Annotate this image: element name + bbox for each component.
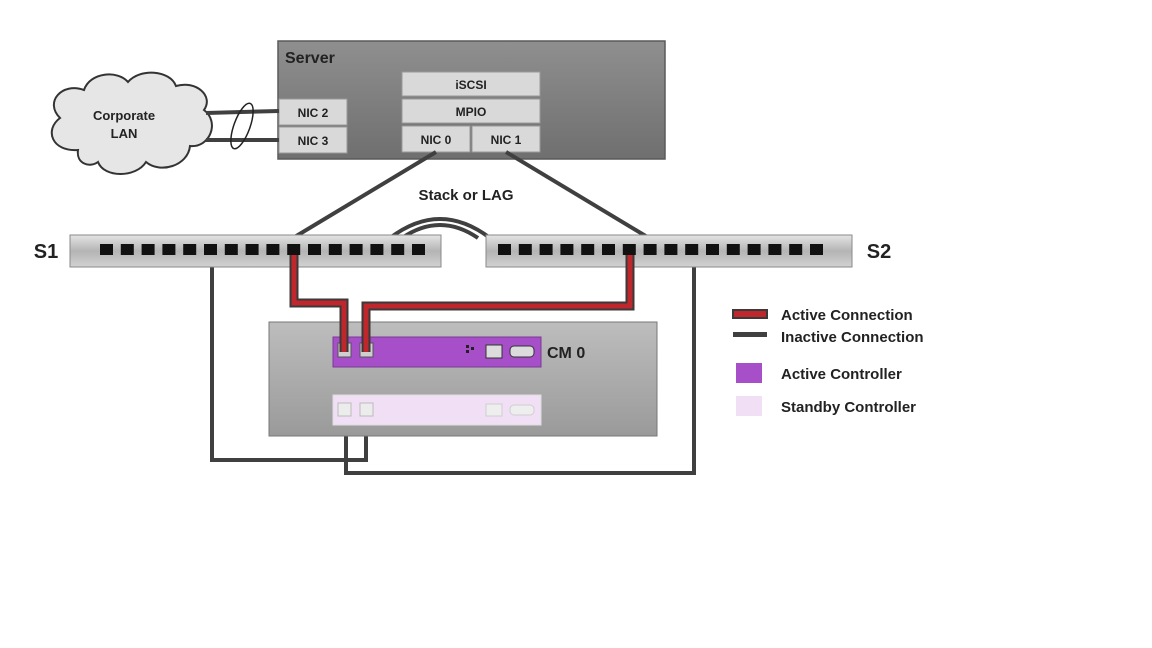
active-mgmt-port-icon [485, 344, 503, 359]
nic1-label: NIC 1 [491, 133, 522, 147]
s2-ports [498, 244, 823, 255]
nic3-box [278, 126, 348, 154]
s2-port [539, 244, 553, 255]
s2-port [726, 244, 740, 255]
legend-active-controller-label: Active Controller [781, 366, 902, 383]
mpio-box [401, 98, 541, 124]
lan-line2: LAN [111, 126, 138, 141]
s2-port [810, 244, 823, 255]
iscsi-label: iSCSI [455, 78, 486, 92]
s2-port [498, 244, 511, 255]
s1-port [308, 244, 321, 255]
s2-port [664, 244, 678, 255]
s1-port [370, 244, 384, 255]
s2-port [685, 244, 699, 255]
active-connections [289, 255, 635, 352]
nic0-label: NIC 0 [421, 133, 452, 147]
s1-port [328, 244, 342, 255]
lag-ellipse [230, 102, 254, 150]
active-serial-port-icon [509, 345, 535, 358]
active-led-icon [466, 345, 474, 353]
s1-ports [100, 244, 425, 255]
s1-port [224, 244, 238, 255]
nic0-box [401, 125, 471, 153]
s1-port [141, 244, 155, 255]
lan-line1: Corporate [93, 108, 155, 123]
iscsi-box [401, 71, 541, 97]
s2-port [789, 244, 803, 255]
s1-port [412, 244, 425, 255]
s1-port [349, 244, 363, 255]
s1-port [204, 244, 217, 255]
nic3-label: NIC 3 [298, 134, 329, 148]
s1-port [120, 244, 134, 255]
s2-port [602, 244, 615, 255]
s1-port [391, 244, 405, 255]
s1-port [266, 244, 280, 255]
stack-link: Stack or LAG [388, 187, 514, 240]
standby-mgmt-port-icon [485, 403, 503, 417]
cm-label: CM 0 [547, 345, 585, 362]
s1-port [245, 244, 259, 255]
legend: Active Connection Inactive Connection Ac… [732, 307, 924, 416]
legend-active-controller-swatch [736, 363, 762, 383]
s2-port [768, 244, 782, 255]
cloud-icon [50, 71, 213, 175]
lan-links [205, 102, 280, 150]
stack-label: Stack or LAG [418, 187, 513, 204]
switch-s1: S1 [34, 234, 442, 268]
server-title: Server [285, 50, 335, 67]
inactive-connections [210, 150, 696, 475]
mpio-label: MPIO [456, 105, 487, 119]
s2-port [518, 244, 532, 255]
storage-array: CM 0 [268, 321, 658, 437]
corporate-lan-cloud: Corporate LAN [50, 71, 213, 175]
s2-label: S2 [867, 241, 891, 263]
legend-active-connection-swatch [732, 309, 768, 319]
s1-port [183, 244, 197, 255]
switch-s2: S2 [485, 234, 891, 268]
s1-port [287, 244, 301, 255]
s2-port [622, 244, 636, 255]
legend-inactive-connection-swatch [733, 332, 767, 337]
s2-port [747, 244, 761, 255]
legend-standby-controller-swatch [736, 396, 762, 416]
s1-port [100, 244, 113, 255]
legend-standby-controller-label: Standby Controller [781, 399, 916, 416]
s1-port [162, 244, 176, 255]
standby-port-b [359, 402, 374, 417]
legend-inactive-connection-label: Inactive Connection [781, 329, 924, 346]
s1-label: S1 [34, 241, 58, 263]
nic2-label: NIC 2 [298, 106, 329, 120]
server: Server iSCSI MPIO NIC 0 NIC 1 NIC 2 NIC … [277, 40, 666, 160]
standby-serial-port-icon [509, 404, 535, 416]
s2-port [581, 244, 595, 255]
s2-port [706, 244, 719, 255]
standby-port-a [337, 402, 352, 417]
s2-port [560, 244, 574, 255]
s2-port [643, 244, 657, 255]
legend-active-connection-label: Active Connection [781, 307, 913, 324]
